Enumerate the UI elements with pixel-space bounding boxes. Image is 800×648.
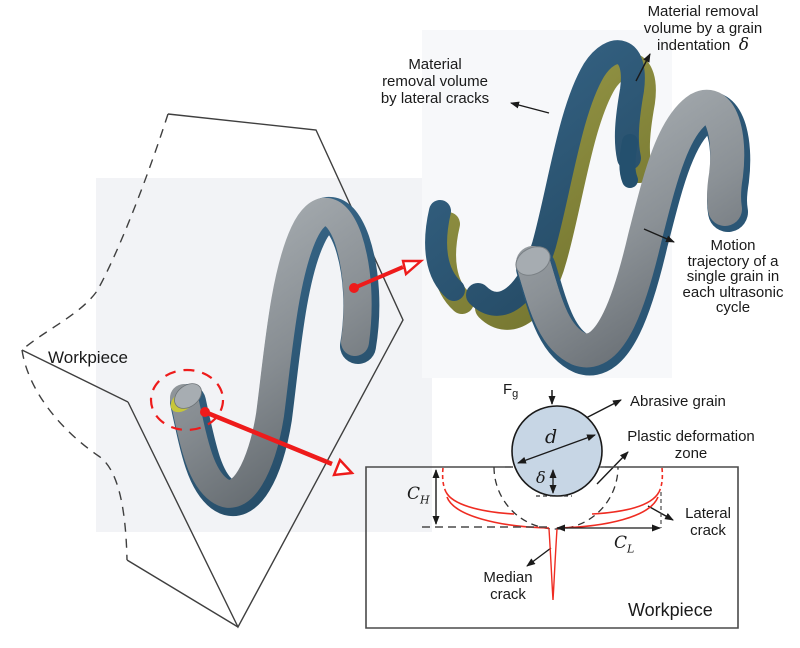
indentation-diagram xyxy=(365,390,739,629)
grain-diameter-label: d xyxy=(545,426,558,448)
crack-length-label: CL xyxy=(614,535,634,557)
lateral-crack-label: Lateral crack xyxy=(668,505,748,539)
motion-trajectory-label-arrow xyxy=(643,228,675,243)
trajectory-tube-end-face xyxy=(515,246,551,276)
grain-indentation-label-line1: Material removal xyxy=(647,3,759,20)
plastic-zone-label: Plastic deformation zone xyxy=(606,428,776,462)
plastic-zone-label-line1: Plastic deformation xyxy=(627,428,755,445)
motion-label-line5: cycle xyxy=(715,299,751,316)
motion-label-line2: trajectory of a xyxy=(687,252,779,270)
abrasive-grain-label: Abrasive grain xyxy=(630,393,726,410)
workpiece-label-left: Workpiece xyxy=(48,348,128,367)
force-subscript: g xyxy=(512,388,519,400)
workpiece-dashed-edge-left xyxy=(21,113,169,351)
grain-indentation-label: Material removal volume by a grain inden… xyxy=(608,3,798,54)
workpiece-label-bottom: Workpiece xyxy=(628,600,713,620)
grain-indentation-label-line2: volume by a grain xyxy=(643,20,763,37)
lateral-cracks-label-line3: by lateral cracks xyxy=(380,90,490,107)
grain-indentation-label-arrow xyxy=(635,53,651,82)
motion-label-line4: each ultrasonic xyxy=(682,283,784,301)
workpiece-dashed-edge-bottom xyxy=(21,349,128,561)
motion-trajectory-label: Motion trajectory of a single grain in e… xyxy=(658,238,800,316)
plastic-zone-label-arrow xyxy=(596,451,629,485)
right-lateral-crack-upper xyxy=(591,491,660,515)
median-crack-line xyxy=(548,528,558,601)
abrasive-grain-circle xyxy=(511,405,603,497)
median-crack-label-arrow xyxy=(526,547,552,567)
callout-arrowhead-top xyxy=(401,259,425,277)
red-callout-arrows xyxy=(200,259,425,477)
trajectory-front-limb xyxy=(516,246,596,366)
lateral-cracks-label-arrow xyxy=(510,101,550,114)
grain-indentation-label-line3: indentation δ xyxy=(657,35,749,55)
left-tube-gray xyxy=(170,197,372,508)
callout-arrow-top xyxy=(353,265,404,290)
callout-arrow-bottom xyxy=(204,409,333,467)
motion-label-line1: Motion xyxy=(710,237,756,254)
crack-height-subscript: H xyxy=(420,493,430,507)
left-lateral-crack-upper xyxy=(445,491,515,515)
median-crack-label-line1: Median xyxy=(483,569,533,586)
callout-arrowhead-bottom xyxy=(332,457,355,477)
crack-height-label: CH xyxy=(407,486,430,508)
left-crack-dashed xyxy=(441,467,447,493)
left-trajectory-tube xyxy=(170,197,380,516)
enlarged-trajectory xyxy=(425,40,751,376)
lateral-cracks-label-line2: removal volume xyxy=(382,73,488,90)
removed-piece-blue xyxy=(425,200,465,301)
grain-diameter-dimension xyxy=(517,434,596,464)
lateral-crack-label-line2: crack xyxy=(690,522,726,539)
workpiece-outline xyxy=(21,113,404,629)
crack-height-symbol: C xyxy=(407,484,421,504)
median-crack-label: Median crack xyxy=(468,569,548,603)
force-symbol: F xyxy=(503,381,513,398)
blue-band-end-hook xyxy=(619,134,638,188)
crack-length-subscript: L xyxy=(627,542,635,556)
plastic-zone-label-line2: zone xyxy=(674,445,708,462)
right-crack-dashed xyxy=(658,467,664,493)
lateral-cracks-label-line1: Material xyxy=(408,56,462,73)
diagram-workpiece-box xyxy=(365,466,739,629)
lateral-crack-label-line1: Lateral xyxy=(685,505,731,522)
delta-symbol: δ xyxy=(738,35,749,55)
force-label: Fg xyxy=(503,381,518,400)
left-tube-end-face xyxy=(174,383,202,409)
lateral-cracks-label: Material removal volume by lateral crack… xyxy=(368,56,502,107)
crack-length-symbol: C xyxy=(614,533,628,553)
motion-label-line3: single grain in xyxy=(686,268,780,285)
indent-depth-label: δ xyxy=(536,468,546,487)
median-crack-label-line2: crack xyxy=(490,586,526,603)
abrasive-grain-label-arrow xyxy=(585,399,622,419)
detail-callout-circle xyxy=(149,368,225,432)
